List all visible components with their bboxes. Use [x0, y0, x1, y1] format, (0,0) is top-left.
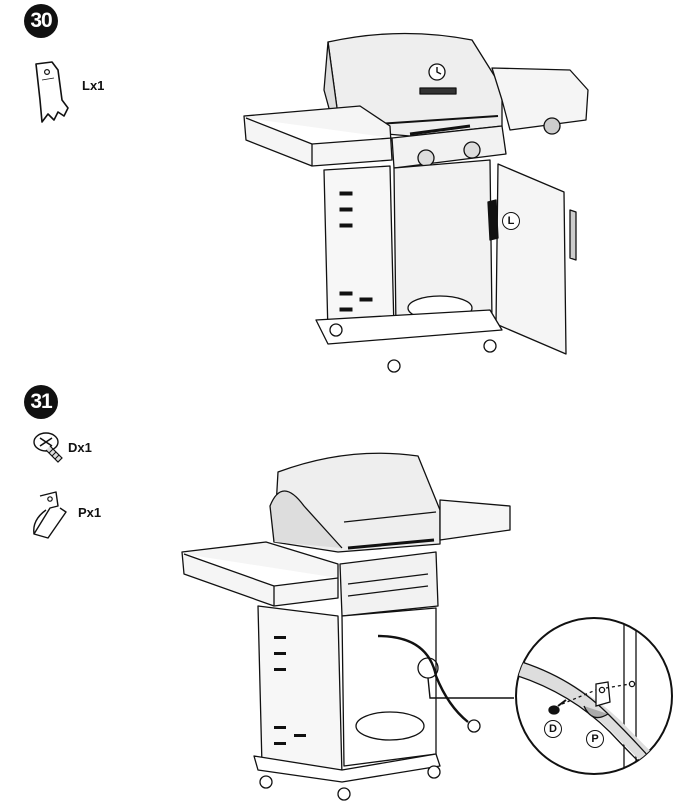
latch-plate-icon	[35, 61, 69, 123]
step-30-badge: 30	[24, 4, 58, 38]
part-quantity-l: Lx1	[82, 78, 105, 93]
step-31-badge: 31	[24, 385, 58, 419]
screw-icon	[33, 432, 63, 463]
callout-p: P	[586, 730, 604, 748]
callout-l: L	[502, 212, 520, 230]
step-number: 31	[30, 390, 52, 413]
callout-d: D	[544, 720, 562, 738]
grill-illustration-door-latch	[243, 32, 589, 373]
hose-clip-icon	[33, 491, 67, 539]
part-quantity-p: Px1	[78, 505, 102, 520]
part-quantity-d: Dx1	[68, 440, 92, 455]
hose-clip-detail-zoom	[515, 617, 673, 775]
step-number: 30	[30, 9, 52, 32]
grill-illustration-hose-clip	[181, 452, 514, 801]
